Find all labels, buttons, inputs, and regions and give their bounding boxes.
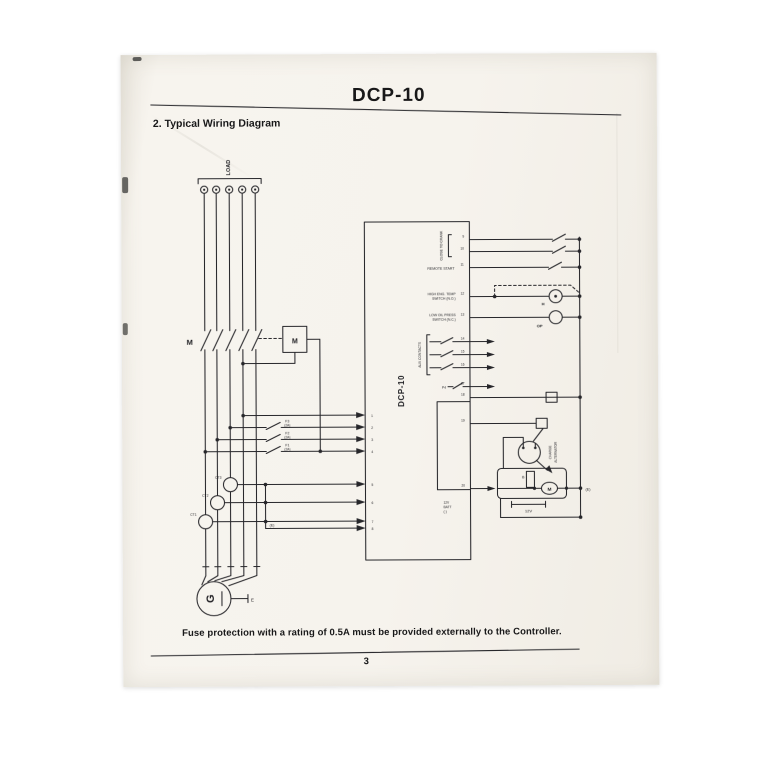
terminal-number: 11 bbox=[460, 263, 464, 267]
terminal-number: 19 bbox=[461, 419, 465, 423]
generator-earth-label: E bbox=[251, 598, 254, 603]
footer-rule bbox=[151, 649, 579, 656]
terminal-number: 10 bbox=[460, 247, 464, 251]
load-label: LOAD bbox=[226, 160, 232, 176]
terminal-number: 14 bbox=[461, 337, 465, 341]
battery-label: B bbox=[522, 475, 525, 479]
terminal-number: 9 bbox=[462, 235, 464, 239]
ct2-label: CT2 bbox=[202, 494, 209, 498]
ct-earth-label: (E) bbox=[270, 523, 275, 527]
terminal-number: 13 bbox=[461, 313, 465, 317]
p4-label: P4 bbox=[442, 386, 446, 390]
terminal-number: 15 bbox=[461, 350, 465, 354]
terminal-number: 12 bbox=[461, 292, 465, 296]
terminal-number: 4 bbox=[371, 450, 373, 454]
ct1-label: CT1 bbox=[190, 513, 197, 517]
terminal-number: 6 bbox=[372, 501, 374, 505]
earth-label: (E) bbox=[585, 488, 591, 492]
terminal-number: 2 bbox=[371, 426, 373, 430]
terminal-number: 3 bbox=[371, 438, 373, 442]
battery-voltage-label: 12V bbox=[525, 508, 532, 513]
temp-switch-label: HIGH ENG. TEMP bbox=[428, 292, 457, 296]
ct3-label: CT3 bbox=[215, 476, 222, 480]
controller-label: DCP-10 bbox=[397, 375, 406, 407]
fuse-f2-rating: (2A) bbox=[284, 435, 290, 439]
inner-label: 12V bbox=[444, 501, 451, 505]
contactor-label: M bbox=[187, 338, 193, 347]
inner-label: (-) bbox=[444, 510, 447, 514]
temp-switch-label: SWITCH (N.O.) bbox=[432, 297, 456, 301]
controller-box: DCP-10 12V BATT (-) bbox=[364, 222, 470, 560]
terminal-number: 1 bbox=[371, 414, 373, 418]
generator-label: G bbox=[205, 594, 217, 603]
fuse-f1-rating: (2A) bbox=[284, 447, 290, 451]
oil-switch-label: LOW OIL PRESS bbox=[429, 313, 456, 317]
oil-switch-label: SWITCH (N.C.) bbox=[432, 318, 455, 322]
terminal-number: 8 bbox=[372, 527, 374, 531]
header-rule bbox=[151, 103, 621, 117]
terminal-number: 18 bbox=[461, 393, 465, 397]
charge-alt-label: ALTERNATOR bbox=[554, 441, 558, 463]
starter-motor-label: M bbox=[547, 487, 551, 493]
terminal-number: 17 bbox=[461, 382, 465, 386]
terminal-number: 7 bbox=[372, 520, 374, 524]
oil-sender-label: OP bbox=[537, 323, 543, 328]
terminal-number: 20 bbox=[461, 484, 465, 488]
contactor-coil-label: M bbox=[292, 338, 298, 345]
load-terminal-strip: LOAD bbox=[198, 160, 261, 194]
right-side-wiring: CLOSE TO CRANK REMOTE START H HIGH ENG. … bbox=[417, 229, 582, 517]
terminal-number: 16 bbox=[461, 363, 465, 367]
right-terminal-numbers: 9 10 11 12 13 14 15 16 17 18 19 20 bbox=[460, 235, 465, 488]
fuse-f3-rating: (2A) bbox=[284, 423, 290, 427]
remote-start-label: REMOTE START bbox=[427, 267, 455, 271]
fused-feed-lines: F3 (2A) F2 (2A) F1 (2A) 1 2 3 4 bbox=[203, 412, 373, 455]
temp-sender-label: H bbox=[542, 301, 545, 306]
inner-label: BATT bbox=[444, 505, 452, 509]
charge-alt-label: CHARGE bbox=[548, 445, 552, 459]
contactor-m: M M bbox=[187, 326, 323, 453]
terminal-number: 5 bbox=[371, 483, 373, 487]
aux-contacts-label: AUX CONTACTS bbox=[418, 341, 422, 367]
battery-symbol bbox=[526, 471, 534, 487]
starter-battery-assembly: B M (E) 12V bbox=[470, 468, 591, 519]
crank-label: CLOSE TO CRANK bbox=[439, 230, 443, 261]
